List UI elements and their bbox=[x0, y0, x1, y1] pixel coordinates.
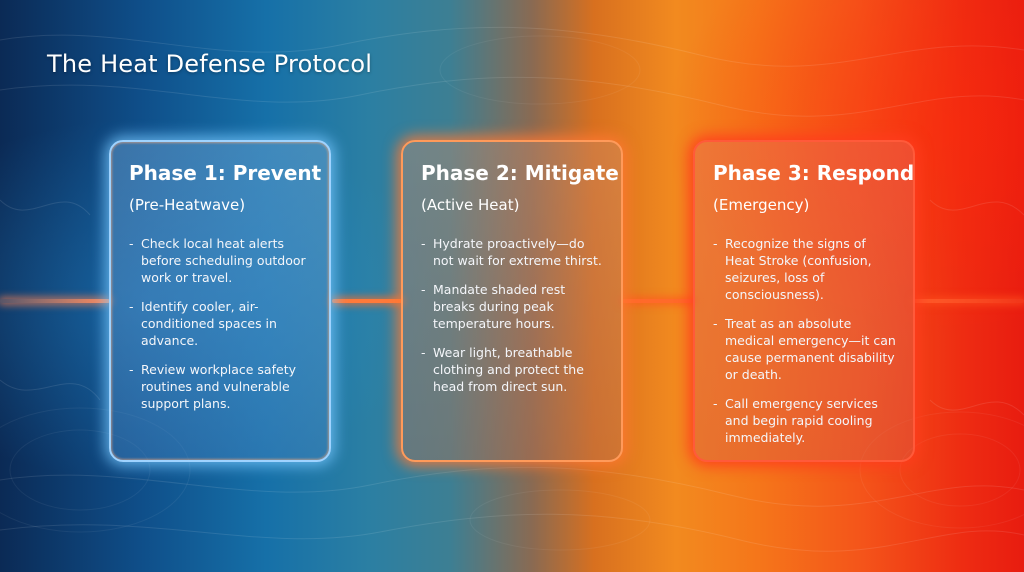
phase-subtitle: (Active Heat) bbox=[421, 196, 520, 214]
page-title: The Heat Defense Protocol bbox=[47, 50, 373, 79]
bullet-item: Identify cooler, air-conditioned spaces … bbox=[129, 298, 315, 349]
phase-title: Phase 3: Respond bbox=[713, 161, 915, 185]
bullet-item: Mandate shaded rest breaks during peak t… bbox=[421, 281, 607, 332]
phase-card-prevent: Phase 1: Prevent (Pre-Heatwave) Check lo… bbox=[109, 140, 331, 462]
phase-bullet-list: Hydrate proactively—do not wait for extr… bbox=[421, 235, 607, 395]
connector-line-1-2 bbox=[332, 299, 402, 303]
phase-subtitle: (Pre-Heatwave) bbox=[129, 196, 246, 214]
phase-bullet-list: Check local heat alerts before schedulin… bbox=[129, 235, 315, 412]
bullet-item: Review workplace safety routines and vul… bbox=[129, 361, 315, 412]
phase-bullet-list: Recognize the signs of Heat Stroke (conf… bbox=[713, 235, 899, 446]
bullet-item: Check local heat alerts before schedulin… bbox=[129, 235, 315, 286]
phase-card-mitigate: Phase 2: Mitigate (Active Heat) Hydrate … bbox=[401, 140, 623, 462]
connector-line-right bbox=[914, 299, 1024, 303]
phase-title: Phase 2: Mitigate bbox=[421, 161, 619, 185]
phase-title: Phase 1: Prevent bbox=[129, 161, 322, 185]
connector-line-2-3 bbox=[622, 299, 694, 303]
bullet-item: Wear light, breathable clothing and prot… bbox=[421, 344, 607, 395]
connector-line-left bbox=[0, 299, 110, 303]
phase-subtitle: (Emergency) bbox=[713, 196, 810, 214]
bullet-item: Hydrate proactively—do not wait for extr… bbox=[421, 235, 607, 269]
bullet-item: Treat as an absolute medical emergency—i… bbox=[713, 315, 899, 383]
bullet-item: Call emergency services and begin rapid … bbox=[713, 395, 899, 446]
bullet-item: Recognize the signs of Heat Stroke (conf… bbox=[713, 235, 899, 303]
phase-card-respond: Phase 3: Respond (Emergency) Recognize t… bbox=[693, 140, 915, 462]
